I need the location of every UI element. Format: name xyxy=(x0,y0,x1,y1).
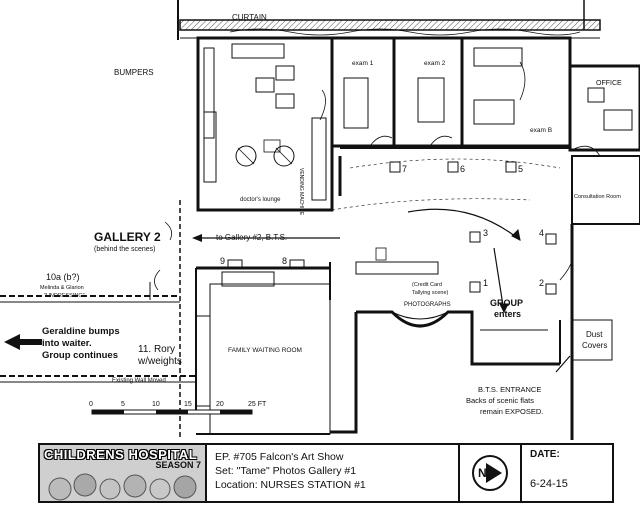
geraldine-note-1: Geraldine bumps xyxy=(42,326,120,337)
bumpers-label: BUMPERS xyxy=(114,68,154,77)
scale-25: 25 FT xyxy=(248,401,267,408)
exam-2-label: exam 2 xyxy=(424,60,446,67)
group-enters-label-2: enters xyxy=(494,309,521,319)
episode-line: EP. #705 Falcon's Art Show xyxy=(215,451,344,463)
family-waiting-room xyxy=(196,283,331,435)
position-6: 6 xyxy=(460,164,465,174)
dust-covers-label-2: Covers xyxy=(582,341,607,350)
date-box: DATE: 6-24-15 xyxy=(522,445,612,501)
north-label: N xyxy=(478,466,487,480)
credit-card-label-2: Tallying scene) xyxy=(412,290,449,296)
geraldine-note-3: Group continues xyxy=(42,350,118,361)
existing-wall-label: Existing Wall Moved xyxy=(112,378,166,384)
position-8: 8 xyxy=(282,256,287,266)
position-numbers: 7 6 5 3 4 1 2 9 8 xyxy=(220,164,544,288)
set-line: Set: "Tame" Photos Gallery #1 xyxy=(215,465,357,477)
scale-0: 0 xyxy=(89,401,93,408)
dust-covers-label-1: Dust xyxy=(586,330,603,339)
to-gallery-label: to Gallery #2, B.T.S. xyxy=(216,233,287,242)
exam-1-label: exam 1 xyxy=(352,60,374,67)
show-logo: CHILDRENS HOSPITAL SEASON 7 xyxy=(40,445,207,501)
nurses-station xyxy=(331,147,570,275)
scale-20: 20 xyxy=(216,401,224,408)
family-waiting-room-label: FAMILY WAITING ROOM xyxy=(228,347,302,354)
date-label: DATE: xyxy=(530,449,560,460)
logo-title: CHILDRENS HOSPITAL xyxy=(44,447,198,462)
vending-machine-label: VENDING MACHINE xyxy=(298,168,304,216)
position-2: 2 xyxy=(539,278,544,288)
gallery-2-label: GALLERY 2 xyxy=(94,230,161,244)
office-area xyxy=(568,64,640,440)
scale-10: 10 xyxy=(152,401,160,408)
north-arrow-icon: N xyxy=(472,455,508,491)
exam-b-label: exam B xyxy=(530,127,552,134)
position-3: 3 xyxy=(483,228,488,238)
consultation-room-label: Consultation Room xyxy=(574,194,621,200)
position-markers xyxy=(227,161,557,295)
doctors-lounge-label: doctor's lounge xyxy=(240,197,281,203)
rory-note-1: 11. Rory xyxy=(138,344,175,355)
title-block: CHILDRENS HOSPITAL SEASON 7 EP. #705 Fal… xyxy=(38,443,614,503)
bts-note-2: Backs of scenic flats xyxy=(466,396,534,405)
group-enters-label-1: GROUP xyxy=(490,298,523,308)
scale-5: 5 xyxy=(121,401,125,408)
doctors-lounge-room xyxy=(196,36,334,212)
logo-season: SEASON 7 xyxy=(155,460,201,470)
room-labels: CURTAIN BUMPERS exam 1 exam 2 OFFICE exa… xyxy=(40,13,622,416)
geraldine-note-2: into waiter. xyxy=(42,338,92,349)
gallery-2-sub-label: (behind the scenes) xyxy=(94,246,155,253)
scale-bar: 0 5 10 15 20 25 FT xyxy=(89,401,267,415)
position-4: 4 xyxy=(539,228,544,238)
scale-15: 15 xyxy=(184,401,192,408)
position-9: 9 xyxy=(220,256,225,266)
curtain-label: CURTAIN xyxy=(232,13,267,22)
rory-note-2: w/weights xyxy=(137,356,182,367)
position-7: 7 xyxy=(402,164,407,174)
date-value: 6-24-15 xyxy=(530,478,568,490)
position-5: 5 xyxy=(518,164,523,174)
location-line: Location: NURSES STATION #1 xyxy=(215,479,366,491)
production-info: EP. #705 Falcon's Art Show Set: "Tame" P… xyxy=(207,445,460,501)
bts-note-3: remain EXPOSED. xyxy=(480,407,543,416)
exam-rooms xyxy=(330,36,572,148)
bts-note-1: B.T.S. ENTRANCE xyxy=(478,385,541,394)
cue-10a-sub2: "UNDRESSING" xyxy=(44,293,85,299)
north-arrow: N xyxy=(460,445,522,501)
cue-10a-label: 10a (b?) xyxy=(46,272,80,282)
credit-card-label-1: (Credit Card xyxy=(412,282,442,288)
arrows xyxy=(4,234,340,350)
office-label: OFFICE xyxy=(596,80,622,87)
position-1: 1 xyxy=(483,278,488,288)
cast-illustration xyxy=(48,473,197,501)
cue-10a-sub1: Melinda & Glarion xyxy=(40,285,84,291)
photographs-label: PHOTOGRAPHS xyxy=(404,302,451,308)
gallery-1-room xyxy=(330,247,613,434)
